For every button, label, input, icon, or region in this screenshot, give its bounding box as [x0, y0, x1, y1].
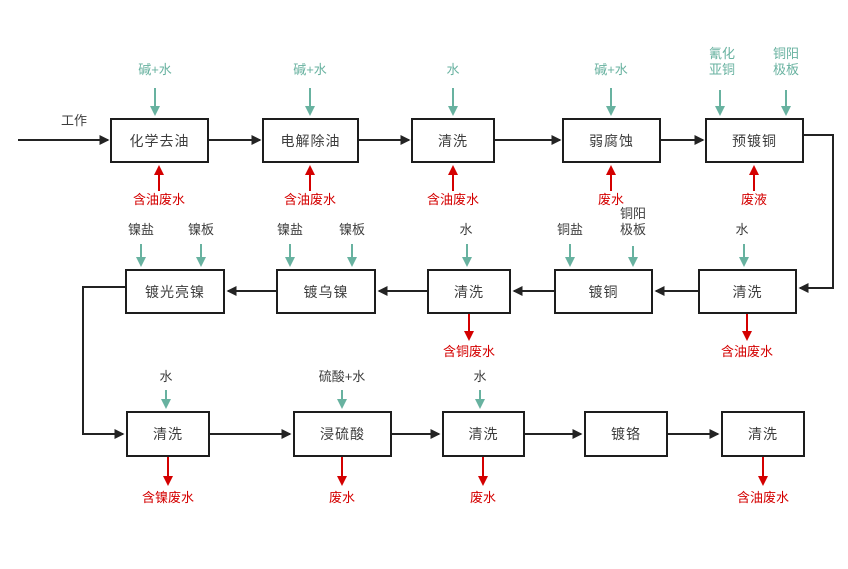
process-box-sulfuric-dip[interactable]: 浸硫酸	[293, 411, 392, 457]
input-material-label: 镍盐	[127, 222, 155, 237]
process-box-label: 清洗	[732, 283, 763, 300]
process-box-label: 镀乌镍	[303, 283, 349, 300]
waste-output-label: 废水	[597, 192, 625, 207]
process-box-rinse-5[interactable]: 清洗	[442, 411, 525, 457]
process-box-label: 预镀铜	[732, 132, 777, 149]
process-box-rinse-2[interactable]: 清洗	[427, 269, 511, 314]
process-box-label: 清洗	[438, 132, 468, 149]
process-box-chemical-degrease[interactable]: 化学去油	[110, 118, 209, 163]
process-box-rinse-4[interactable]: 清洗	[126, 411, 210, 457]
input-material-label: 水	[473, 369, 487, 384]
input-material-label: 碱+水	[138, 62, 172, 77]
input-material-label: 氰化 亚铜	[708, 46, 736, 77]
process-box-chrome-plate[interactable]: 镀铬	[584, 411, 668, 457]
process-box-rinse-6[interactable]: 清洗	[721, 411, 805, 457]
waste-output-label: 含油废水	[426, 192, 480, 207]
input-material-label: 水	[735, 222, 749, 237]
process-box-label: 清洗	[153, 426, 183, 442]
input-material-label: 硫酸+水	[318, 369, 366, 384]
waste-output-label: 含油废水	[283, 192, 337, 207]
waste-output-label: 含油废水	[720, 344, 774, 359]
input-material-label: 镍板	[187, 222, 215, 237]
process-box-label: 镀光亮镍	[145, 283, 205, 300]
process-box-weak-etch[interactable]: 弱腐蚀	[562, 118, 661, 163]
process-box-bright-nickel-plate[interactable]: 镀光亮镍	[125, 269, 225, 314]
process-box-label: 电解除油	[280, 132, 341, 149]
process-box-label: 清洗	[454, 283, 484, 300]
process-box-label: 清洗	[468, 426, 499, 442]
process-box-rinse-3[interactable]: 清洗	[698, 269, 797, 314]
input-material-label: 铜阳 极板	[619, 206, 647, 237]
workpiece-label: 工作	[60, 113, 88, 128]
input-material-label: 碱+水	[594, 62, 628, 77]
process-box-label: 镀铬	[611, 426, 641, 442]
input-material-label: 水	[459, 222, 473, 237]
input-material-label: 水	[446, 62, 460, 77]
waste-output-label: 含油废水	[736, 490, 790, 505]
waste-output-label: 废水	[469, 490, 497, 505]
waste-output-label: 含油废水	[132, 192, 186, 207]
input-material-label: 碱+水	[293, 62, 327, 77]
process-box-dark-nickel-plate[interactable]: 镀乌镍	[276, 269, 376, 314]
input-material-label: 镍板	[338, 222, 366, 237]
waste-output-label: 含镍废水	[141, 490, 195, 505]
process-box-copper-plate[interactable]: 镀铜	[554, 269, 653, 314]
process-box-label: 弱腐蚀	[589, 132, 634, 149]
waste-output-label: 废液	[740, 192, 768, 207]
process-box-label: 化学去油	[129, 132, 190, 149]
process-box-label: 清洗	[748, 426, 778, 442]
flow-connector-row2-row3	[82, 286, 125, 439]
process-box-rinse-1[interactable]: 清洗	[411, 118, 495, 163]
process-box-pre-copper-plate[interactable]: 预镀铜	[705, 118, 804, 163]
input-material-label: 水	[159, 369, 173, 384]
input-material-label: 铜盐	[556, 222, 584, 237]
process-box-label: 浸硫酸	[320, 426, 365, 442]
process-box-electrolytic-degrease[interactable]: 电解除油	[262, 118, 359, 163]
flow-connector-row1-row2	[798, 134, 834, 293]
process-box-label: 镀铜	[588, 283, 619, 300]
waste-output-label: 废水	[328, 490, 356, 505]
input-material-label: 铜阳 极板	[772, 46, 800, 77]
input-material-label: 镍盐	[276, 222, 304, 237]
waste-output-label: 含铜废水	[442, 344, 496, 359]
